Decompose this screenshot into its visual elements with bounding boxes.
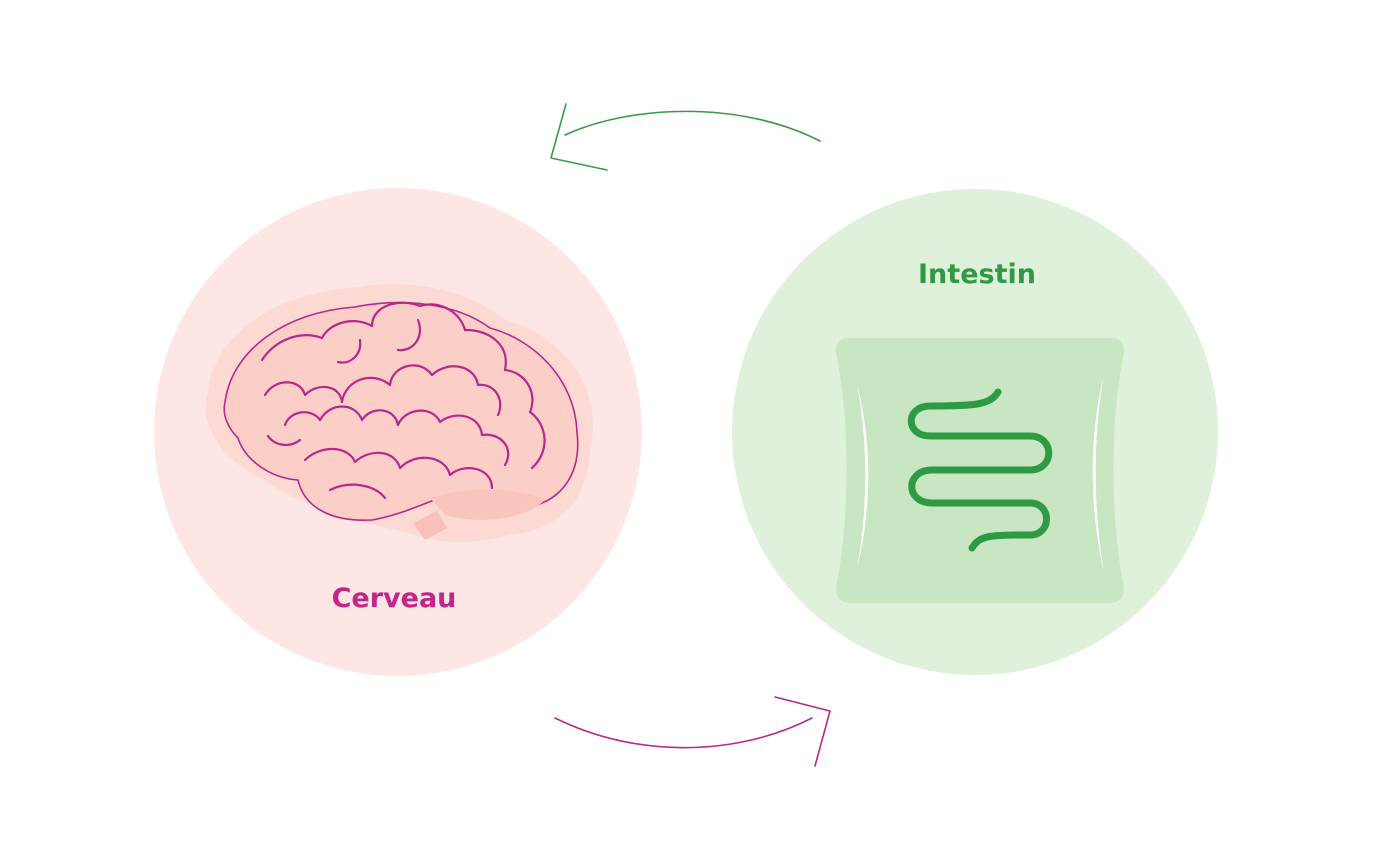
arrow-gut-to-brain-curve [564,110,821,142]
arrow-brain-to-gut [554,696,831,767]
node-gut: Intestin [732,189,1218,675]
brain-icon [205,284,593,543]
intestine-icon [836,338,1124,603]
arrow-brain-to-gut-curve [554,717,813,749]
node-brain: Cerveau [154,188,642,676]
arrow-gut-to-brain-head [550,103,608,171]
gut-label: Intestin [918,259,1036,290]
brain-label: Cerveau [332,583,457,614]
arrow-brain-to-gut-head [774,696,831,767]
arrow-gut-to-brain [550,103,821,171]
